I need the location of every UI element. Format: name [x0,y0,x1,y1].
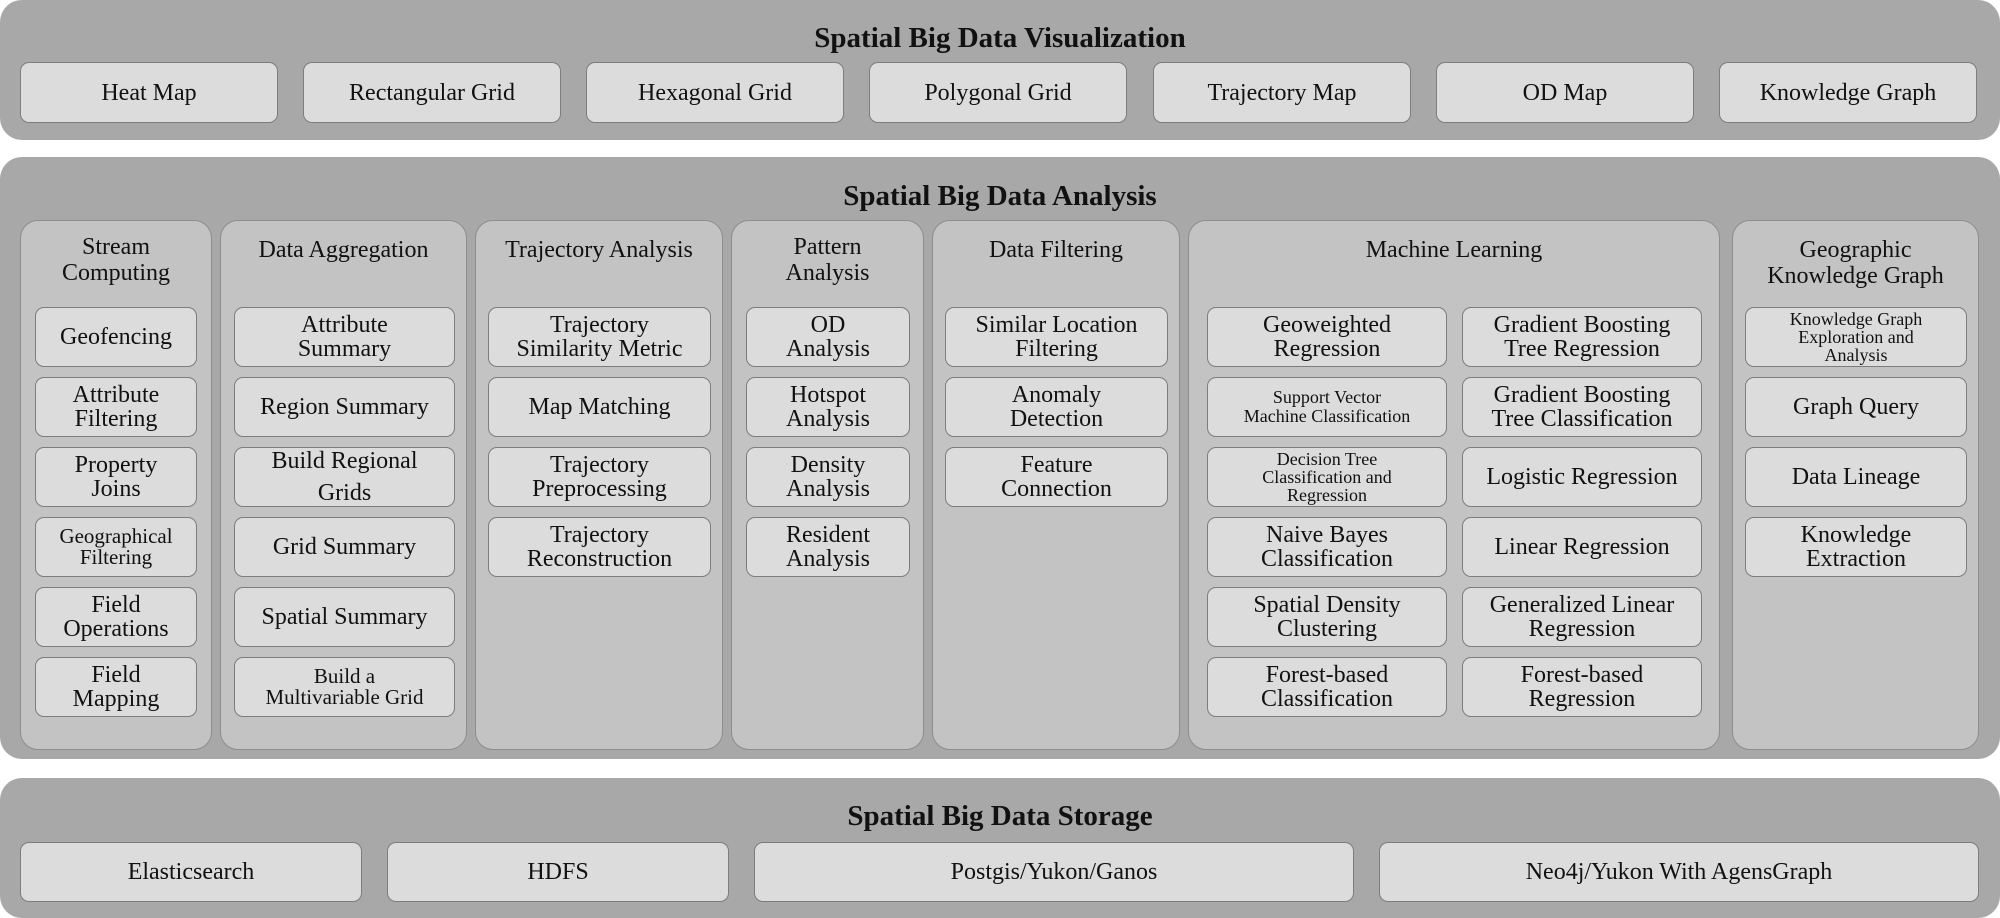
ml-item: Naive Bayes Classification [1207,517,1447,577]
visualization-layer: Spatial Big Data Visualization Heat Map … [0,0,2000,140]
ml-item: Spatial Density Clustering [1207,587,1447,647]
visualization-title: Spatial Big Data Visualization [814,22,1186,54]
stream-item: Geographical Filtering [35,517,197,577]
kg-item: Knowledge Graph Exploration and Analysis [1745,307,1967,367]
pattern-item: Hotspot Analysis [746,377,910,437]
vis-item-knowledge-graph: Knowledge Graph [1719,62,1977,123]
stream-item: Field Operations [35,587,197,647]
storage-layer: Spatial Big Data Storage Elasticsearch H… [0,778,2000,918]
machine-learning-title: Machine Learning [1365,237,1543,263]
stream-computing-panel: Stream Computing Geofencing Attribute Fi… [20,220,212,750]
trajectory-analysis-title: Trajectory Analysis [505,237,693,263]
aggregation-item: Build Regional Grids [234,447,455,507]
filtering-item: Anomaly Detection [945,377,1168,437]
data-aggregation-panel: Data Aggregation Attribute Summary Regio… [220,220,467,750]
ml-item: Gradient Boosting Tree Classification [1462,377,1702,437]
ml-item: Geoweighted Regression [1207,307,1447,367]
aggregation-item: Build a Multivariable Grid [234,657,455,717]
aggregation-item: Grid Summary [234,517,455,577]
pattern-analysis-panel: Pattern Analysis OD Analysis Hotspot Ana… [731,220,924,750]
stream-item: Geofencing [35,307,197,367]
trajectory-item: Trajectory Similarity Metric [488,307,711,367]
stream-computing-title: Stream Computing [61,234,170,286]
ml-item: Forest-based Classification [1207,657,1447,717]
data-aggregation-title: Data Aggregation [258,237,429,263]
ml-item: Decision Tree Classification and Regress… [1207,447,1447,507]
trajectory-item: Trajectory Reconstruction [488,517,711,577]
kg-item: Data Lineage [1745,447,1967,507]
pattern-item: Density Analysis [746,447,910,507]
ml-item: Gradient Boosting Tree Regression [1462,307,1702,367]
vis-item-rectangular-grid: Rectangular Grid [303,62,561,123]
storage-item-postgis: Postgis/Yukon/Ganos [754,842,1354,902]
vis-item-polygonal-grid: Polygonal Grid [869,62,1127,123]
vis-item-hexagonal-grid: Hexagonal Grid [586,62,844,123]
analysis-title: Spatial Big Data Analysis [843,180,1157,212]
vis-item-trajectory-map: Trajectory Map [1153,62,1411,123]
stream-item: Field Mapping [35,657,197,717]
stream-item: Property Joins [35,447,197,507]
knowledge-graph-panel: Geographic Knowledge Graph Knowledge Gra… [1732,220,1979,750]
ml-item: Generalized Linear Regression [1462,587,1702,647]
kg-item: Knowledge Extraction [1745,517,1967,577]
vis-item-heat-map: Heat Map [20,62,278,123]
aggregation-item: Spatial Summary [234,587,455,647]
vis-item-od-map: OD Map [1436,62,1694,123]
storage-item-hdfs: HDFS [387,842,729,902]
kg-item: Graph Query [1745,377,1967,437]
data-filtering-title: Data Filtering [989,237,1123,263]
storage-item-elasticsearch: Elasticsearch [20,842,362,902]
filtering-item: Feature Connection [945,447,1168,507]
trajectory-analysis-panel: Trajectory Analysis Trajectory Similarit… [475,220,723,750]
ml-item: Linear Regression [1462,517,1702,577]
ml-item: Logistic Regression [1462,447,1702,507]
storage-title: Spatial Big Data Storage [847,800,1153,832]
filtering-item: Similar Location Filtering [945,307,1168,367]
trajectory-item: Map Matching [488,377,711,437]
stream-item: Attribute Filtering [35,377,197,437]
ml-item: Forest-based Regression [1462,657,1702,717]
knowledge-graph-title: Geographic Knowledge Graph [1767,237,1944,289]
pattern-analysis-title: Pattern Analysis [785,234,870,286]
data-filtering-panel: Data Filtering Similar Location Filterin… [932,220,1180,750]
pattern-item: OD Analysis [746,307,910,367]
trajectory-item: Trajectory Preprocessing [488,447,711,507]
ml-item: Support Vector Machine Classification [1207,377,1447,437]
machine-learning-panel: Machine Learning Geoweighted Regression … [1188,220,1720,750]
pattern-item: Resident Analysis [746,517,910,577]
aggregation-item: Attribute Summary [234,307,455,367]
storage-item-neo4j: Neo4j/Yukon With AgensGraph [1379,842,1979,902]
aggregation-item: Region Summary [234,377,455,437]
